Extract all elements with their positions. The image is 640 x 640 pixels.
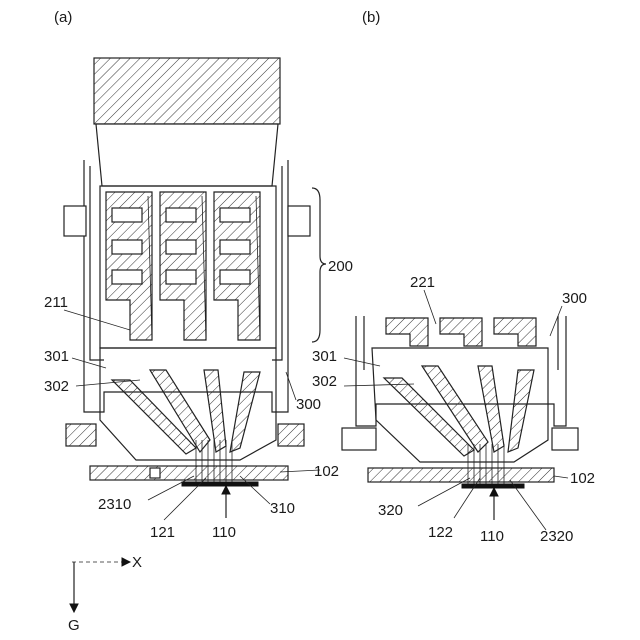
label-221: 221 — [410, 274, 435, 291]
cartridge-2-b — [440, 318, 482, 346]
panel-a-label: (a) — [54, 9, 72, 26]
label-122: 122 — [428, 524, 453, 541]
cap-block-a — [94, 58, 280, 124]
label-300-b: 300 — [562, 290, 587, 307]
left-tab-a — [64, 206, 86, 236]
axis-g-label: G — [68, 617, 80, 634]
axis-x-label: X — [132, 554, 142, 571]
label-110-a: 110 — [212, 524, 236, 541]
label-302-a: 302 — [44, 378, 69, 395]
cartridge-1-b — [386, 318, 428, 346]
label-300-a: 300 — [296, 396, 321, 413]
label-200: 200 — [328, 258, 353, 275]
base-plate-a — [90, 466, 288, 480]
x-arrow-icon — [122, 558, 130, 566]
right-flange-a — [278, 424, 304, 446]
bracket-200 — [312, 188, 326, 342]
right-flange-b — [552, 428, 578, 450]
panel-a-drawing — [64, 58, 326, 520]
axis-indicator — [70, 558, 130, 612]
panel-b-label: (b) — [362, 9, 380, 26]
label-2310: 2310 — [98, 496, 131, 513]
label-302-b: 302 — [312, 373, 337, 390]
cartridge-3-b — [494, 318, 536, 346]
cap-skirt-a — [96, 124, 278, 186]
left-flange-a — [66, 424, 96, 446]
label-310: 310 — [270, 500, 295, 517]
label-211: 211 — [44, 294, 68, 311]
label-102-a: 102 — [314, 463, 339, 480]
label-110-b: 110 — [480, 528, 504, 545]
label-102-b: 102 — [570, 470, 595, 487]
channel-4-b — [508, 370, 534, 452]
label-2320: 2320 — [540, 528, 573, 545]
label-121: 121 — [150, 524, 175, 541]
label-301-a: 301 — [44, 348, 69, 365]
g-arrow-icon — [70, 604, 78, 612]
base-plate-b — [368, 468, 554, 482]
label-320: 320 — [378, 502, 403, 519]
channel-4-a — [230, 372, 260, 452]
label-301-b: 301 — [312, 348, 337, 365]
panel-b-drawing — [342, 290, 578, 530]
left-flange-b — [342, 428, 376, 450]
right-tab-a — [288, 206, 310, 236]
